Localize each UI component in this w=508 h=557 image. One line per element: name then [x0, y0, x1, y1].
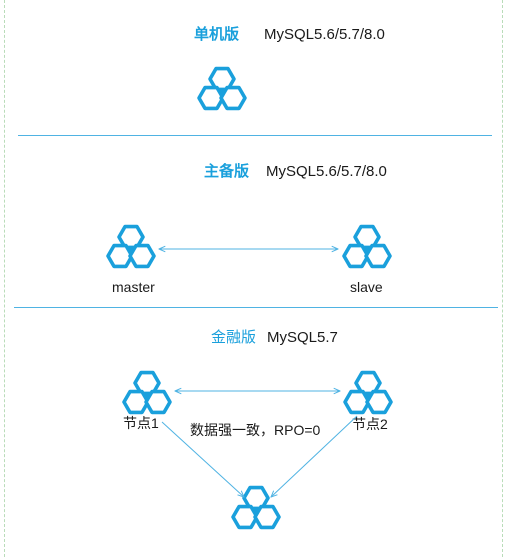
finance-edition-title: 金融版 [211, 329, 257, 346]
node2-db-icon [342, 368, 394, 420]
slave-db-icon [341, 222, 393, 274]
master-db-icon [105, 222, 157, 274]
frame-left-border [4, 0, 5, 557]
node1-label: 节点1 [123, 415, 159, 431]
node1-db-icon [121, 368, 173, 420]
finance-edition-version: MySQL5.7 [267, 329, 338, 346]
master-standby-version: MySQL5.6/5.7/8.0 [266, 163, 387, 180]
master-label: master [112, 279, 155, 295]
section-divider-1 [18, 135, 492, 136]
single-edition-title: 单机版 [194, 26, 240, 43]
single-edition-version: MySQL5.6/5.7/8.0 [264, 26, 385, 43]
master-standby-title: 主备版 [204, 163, 250, 180]
node2-label: 节点2 [352, 416, 388, 432]
section-divider-2 [14, 307, 498, 308]
consistency-label: 数据强一致，RPO=0 [190, 422, 321, 438]
slave-label: slave [350, 279, 383, 295]
node2-to-third-connector [271, 415, 358, 497]
single-db-icon [196, 64, 248, 116]
frame-right-border [502, 0, 503, 557]
node1-to-third-connector [161, 421, 244, 497]
third-node-db-icon [230, 483, 282, 535]
